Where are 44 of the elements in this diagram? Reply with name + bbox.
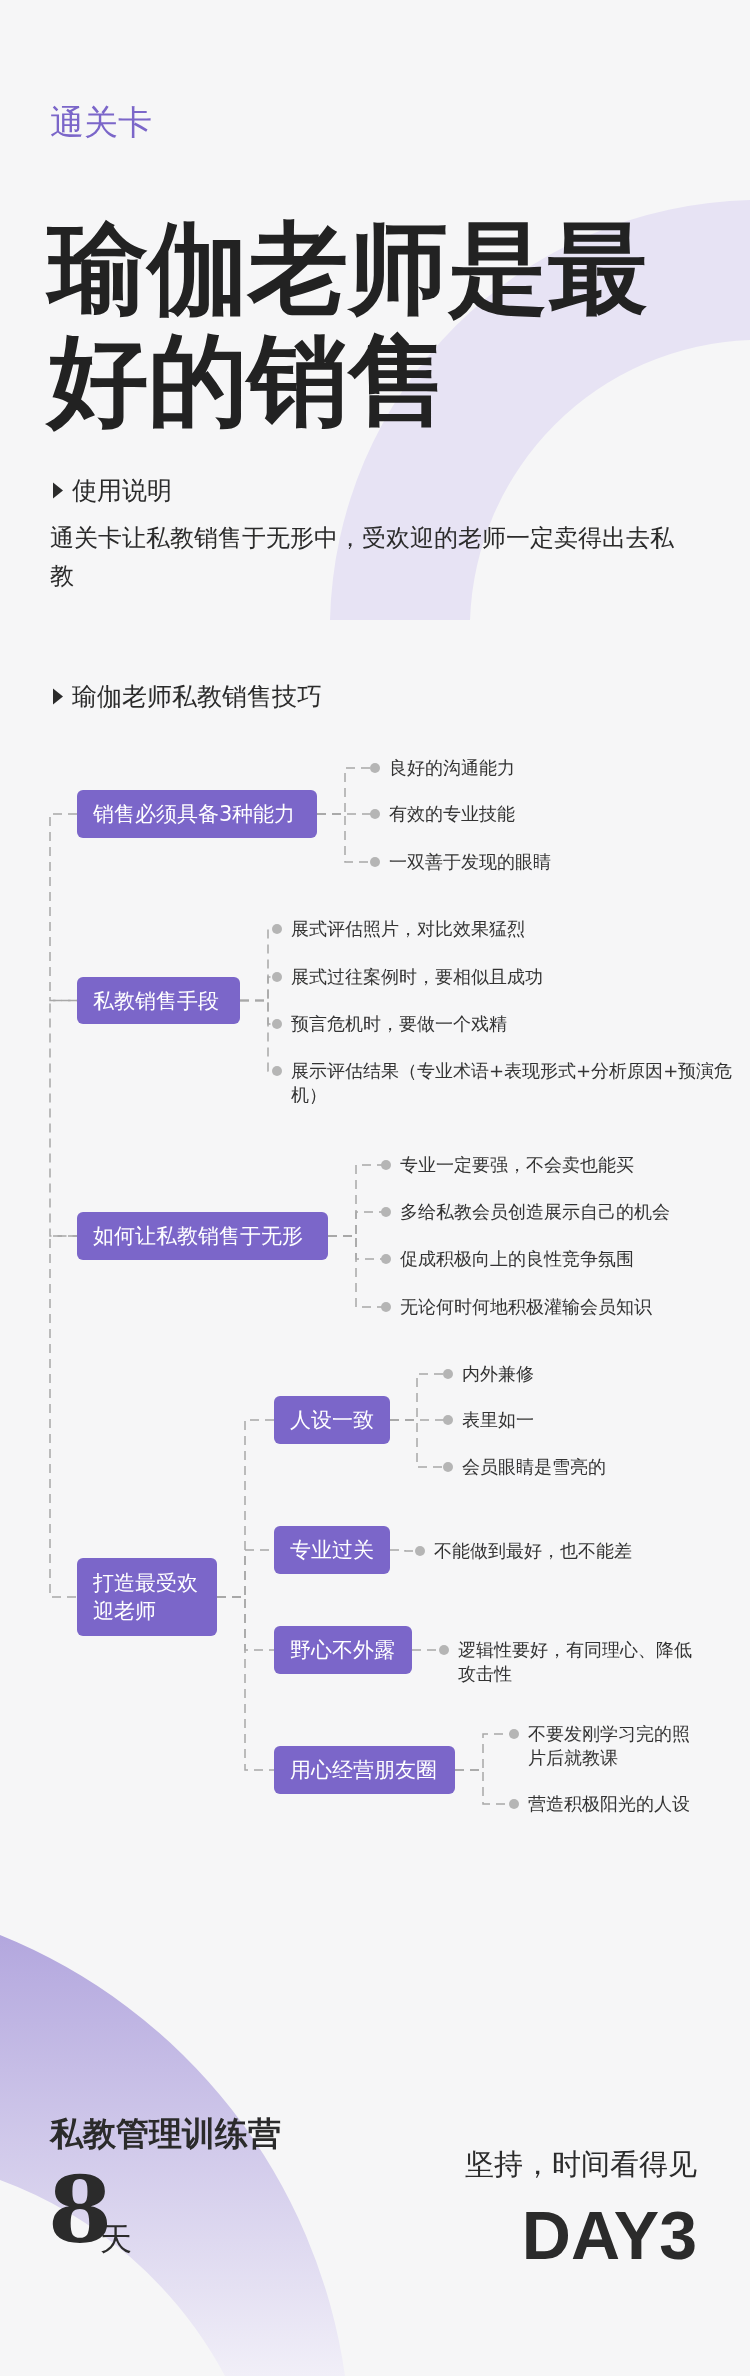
description-text: 通关卡让私教销售于无形中，受欢迎的老师一定卖得出去私教	[50, 524, 674, 590]
leaf-text: 促成积极向上的良性竞争氛围	[386, 1247, 726, 1271]
leaf-text: 无论何时何地积极灌输会员知识	[386, 1295, 726, 1319]
section-heading: 瑜伽老师私教销售技巧	[72, 682, 322, 711]
leaf-text: 内外兼修	[448, 1362, 698, 1386]
leaf-text: 预言危机时，要做一个戏精	[277, 1012, 717, 1036]
connector	[327, 1235, 391, 1312]
connector	[216, 1596, 275, 1771]
leaf-text: 会员眼睛是雪亮的	[448, 1455, 698, 1479]
leaf-text: 有效的专业技能	[375, 802, 655, 826]
leaf-text: 表里如一	[448, 1408, 698, 1432]
leaf-text: 逻辑性要好，有同理心、降低攻击性	[444, 1638, 700, 1686]
leaf-text: 专业一定要强，不会卖也能买	[386, 1153, 726, 1177]
connector	[389, 1419, 453, 1472]
connector	[239, 999, 282, 1076]
connector	[49, 1235, 78, 1598]
slogan-text: 坚持，时间看得见	[465, 2147, 697, 2181]
leaf-text: 良好的沟通能力	[375, 756, 655, 780]
topic-box: 专业过关	[274, 1526, 390, 1574]
section-heading: 使用说明	[72, 476, 172, 505]
topic-box: 打造最受欢迎老师	[77, 1558, 217, 1636]
topic-box: 人设一致	[274, 1396, 390, 1444]
connector	[411, 1645, 449, 1655]
leaf-text: 营造积极阳光的人设	[514, 1792, 714, 1816]
connector	[316, 813, 380, 867]
leaf-text: 不要发刚学习完的照片后就教课	[514, 1722, 695, 1770]
topic-box: 销售必须具备3种能力	[77, 790, 317, 838]
leaf-text: 一双善于发现的眼睛	[375, 850, 655, 874]
leaf-text: 展式评估照片，对比效果猛烈	[277, 917, 717, 941]
topic-box: 野心不外露	[274, 1626, 412, 1674]
connector	[49, 999, 78, 1237]
subtitle: 通关卡	[50, 102, 152, 142]
leaf-text: 不能做到最好，也不能差	[420, 1539, 720, 1563]
connector	[454, 1769, 519, 1809]
day-label: DAY3	[521, 2197, 697, 2273]
connector	[389, 1546, 425, 1556]
topic-box: 如何让私教销售于无形	[77, 1212, 328, 1260]
camp-name: 私教管理训练营	[50, 2114, 281, 2153]
leaf-text: 展示评估结果（专业术语+表现形式+分析原因+预演危机）	[277, 1059, 733, 1107]
topic-box: 用心经营朋友圈	[274, 1746, 455, 1794]
leaf-text: 多给私教会员创造展示自己的机会	[386, 1200, 726, 1224]
connector	[49, 813, 78, 1002]
topic-box: 私教销售手段	[77, 977, 240, 1024]
leaf-text: 展式过往案例时，要相似且成功	[277, 965, 717, 989]
